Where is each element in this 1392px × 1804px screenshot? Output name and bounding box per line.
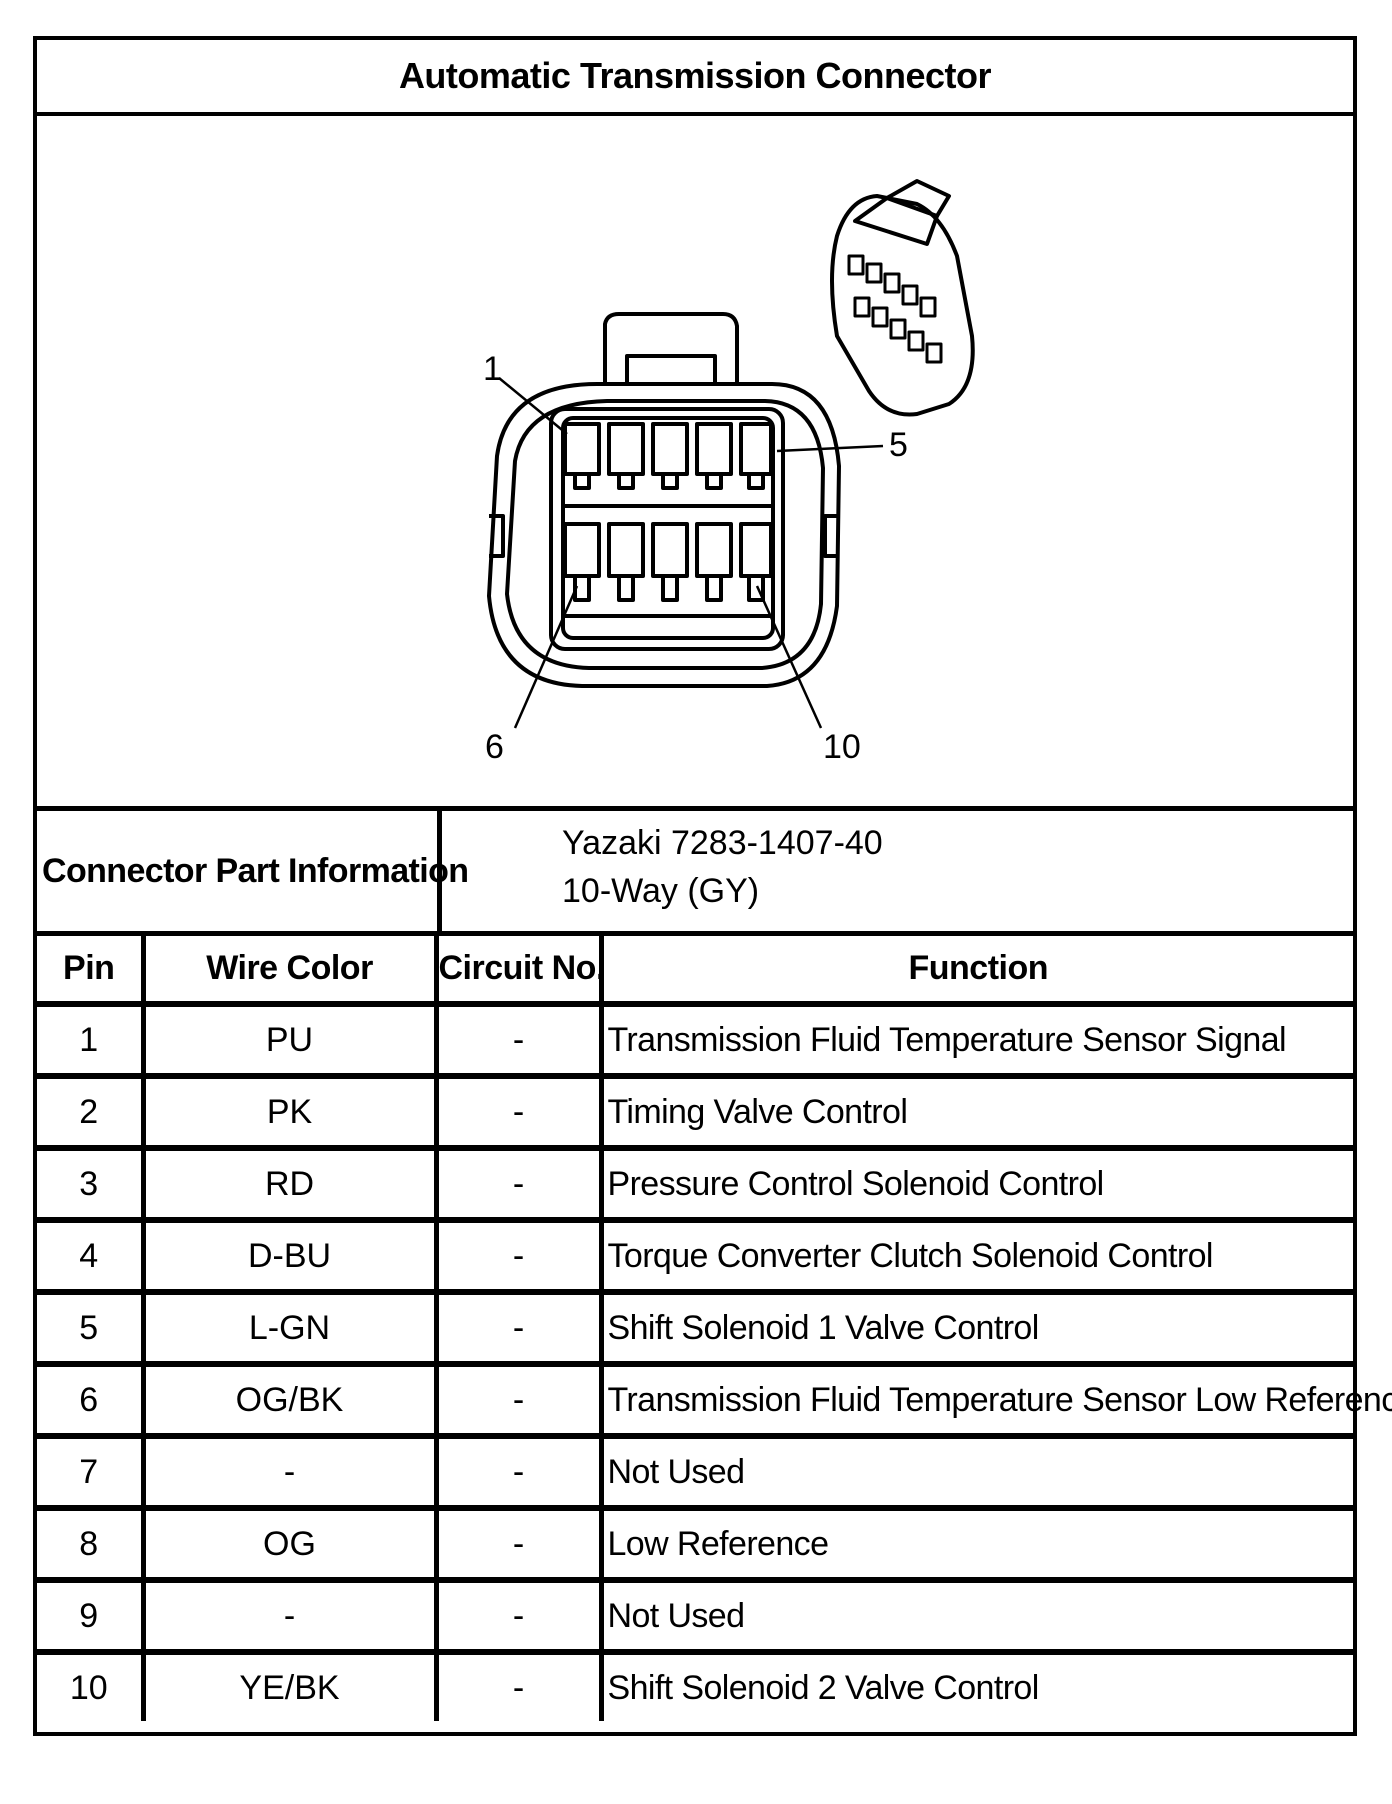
pin-number: 1 <box>37 1004 146 1079</box>
connector-sheet: Automatic Transmission Connector <box>33 36 1392 1736</box>
wire-color: - <box>143 1580 439 1655</box>
wire-color: RD <box>143 1148 439 1223</box>
connector-illustration: 1 5 6 10 <box>37 116 1353 811</box>
pin-number: 5 <box>37 1292 146 1367</box>
page-title: Automatic Transmission Connector <box>37 40 1353 116</box>
header-function: Function <box>601 936 1353 1007</box>
pin-number: 2 <box>37 1076 146 1151</box>
circuit-number: - <box>436 1508 604 1583</box>
circuit-number: - <box>436 1292 604 1367</box>
wire-color: OG/BK <box>143 1364 439 1439</box>
pin-number: 9 <box>37 1580 146 1655</box>
pin-number: 3 <box>37 1148 146 1223</box>
connector-perspective-view <box>830 179 975 417</box>
pin-number: 6 <box>37 1364 146 1439</box>
wire-color: L-GN <box>143 1292 439 1367</box>
wire-color: - <box>143 1436 439 1511</box>
pin-number: 7 <box>37 1436 146 1511</box>
pin-function: Transmission Fluid Temperature Sensor Si… <box>601 1004 1353 1079</box>
pin-function: Not Used <box>601 1580 1353 1655</box>
pin-function: Low Reference <box>601 1508 1353 1583</box>
housing-outline <box>487 382 841 688</box>
part-info-value: Yazaki 7283-1407-40 10-Way (GY) <box>442 811 1353 931</box>
circuit-number: - <box>436 1364 604 1439</box>
pin-number: 10 <box>37 1652 146 1721</box>
pin-function: Pressure Control Solenoid Control <box>601 1148 1353 1223</box>
connector-drawing <box>487 179 975 729</box>
pin-number: 8 <box>37 1508 146 1583</box>
part-number: Yazaki 7283-1407-40 <box>562 824 883 862</box>
pin-function: Not Used <box>601 1436 1353 1511</box>
table-row: 9--Not Used <box>37 1580 1353 1655</box>
part-info-label: Connector Part Information <box>37 811 469 931</box>
latch <box>603 312 739 384</box>
callout-pin-6: 6 <box>485 728 504 766</box>
pin-cavity-block <box>549 407 785 651</box>
wire-color: PK <box>143 1076 439 1151</box>
circuit-number: - <box>436 1580 604 1655</box>
pin-function: Shift Solenoid 2 Valve Control <box>607 1668 1040 1707</box>
wire-color: YE/BK <box>143 1652 439 1721</box>
header-circuit-no: Circuit No. <box>436 936 605 1007</box>
header-wire-color: Wire Color <box>143 936 439 1007</box>
pin-number: 4 <box>37 1220 146 1295</box>
housing-inner-outline <box>505 399 825 670</box>
wire-color: PU <box>143 1004 439 1079</box>
pin-function: Timing Valve Control <box>601 1076 1353 1151</box>
wire-color: D-BU <box>143 1220 439 1295</box>
circuit-number: - <box>436 1220 604 1295</box>
connector-part-information: Connector Part Information Yazaki 7283-1… <box>37 811 1353 936</box>
header-pin: Pin <box>37 936 146 1007</box>
lower-row-pins <box>563 522 773 602</box>
part-description: 10-Way (GY) <box>562 872 760 910</box>
callout-pin-10: 10 <box>823 728 861 766</box>
upper-row-pins <box>563 422 773 490</box>
wire-color: OG <box>143 1508 439 1583</box>
pinout-header-row: Pin Wire Color Circuit No. Function <box>37 936 1353 1007</box>
callout-pin-5: 5 <box>889 426 908 464</box>
circuit-number: - <box>436 1652 604 1721</box>
pin-function: Shift Solenoid 1 Valve Control <box>601 1292 1353 1367</box>
table-row: 7--Not Used <box>37 1436 1353 1511</box>
circuit-number: - <box>436 1148 604 1223</box>
pin-function: Transmission Fluid Temperature Sensor Lo… <box>601 1364 1392 1439</box>
circuit-number: - <box>436 1004 604 1079</box>
pin-function: Torque Converter Clutch Solenoid Control <box>601 1220 1353 1295</box>
callout-pin-1: 1 <box>483 350 502 388</box>
circuit-number: - <box>436 1436 604 1511</box>
circuit-number: - <box>436 1076 604 1151</box>
